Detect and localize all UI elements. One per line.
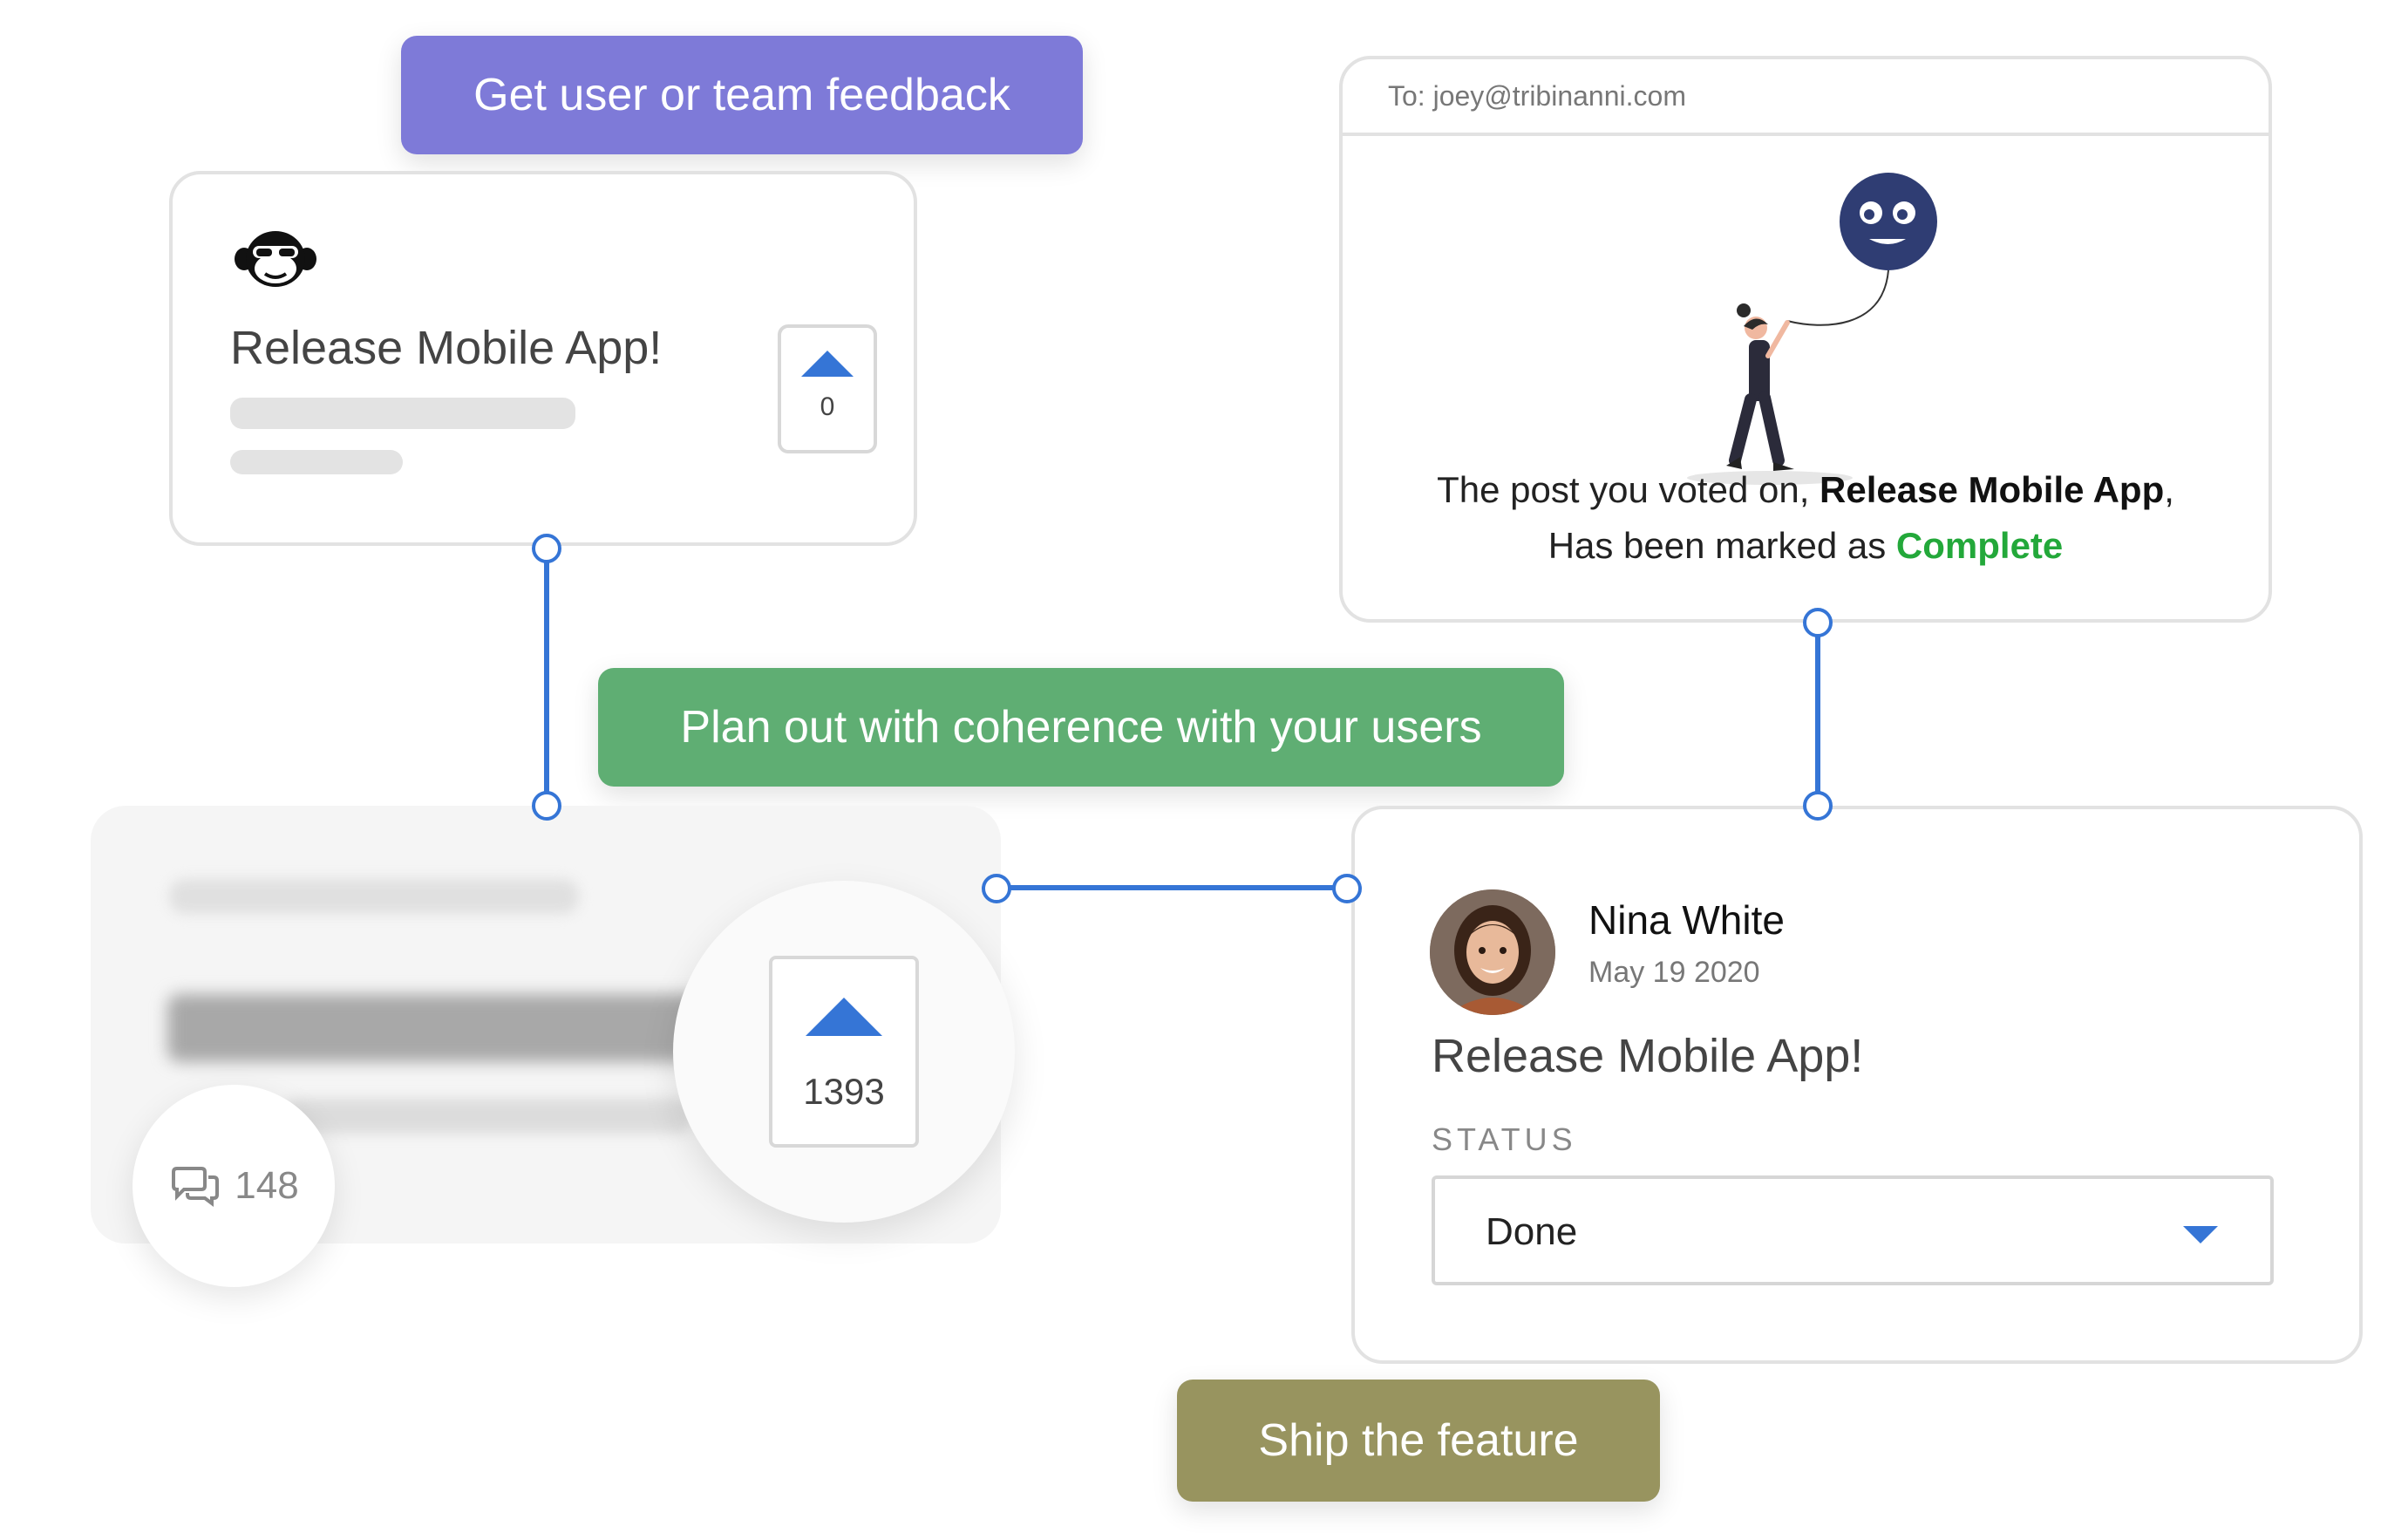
email-message-line-2: Has been marked as Complete xyxy=(1343,525,2269,567)
blurred-text-bar xyxy=(282,1099,692,1134)
email-notification-card: To: joey@tribinanni.com The post you vot… xyxy=(1339,56,2272,623)
connector-email-to-status xyxy=(1815,623,1820,811)
connector-node xyxy=(1803,791,1833,821)
plan-label-pill: Plan out with coherence with your users xyxy=(598,668,1564,787)
comments-count: 148 xyxy=(235,1164,299,1207)
upvote-arrow-icon xyxy=(806,998,882,1036)
email-status-prefix: Has been marked as xyxy=(1548,525,1896,566)
upvote-count: 0 xyxy=(820,392,835,421)
feedback-label-pill: Get user or team feedback xyxy=(401,36,1083,154)
feedback-card-title: Release Mobile App! xyxy=(230,322,663,374)
comments-icon xyxy=(168,1165,222,1207)
chevron-down-icon xyxy=(2183,1226,2218,1243)
status-select-value: Done xyxy=(1486,1210,1578,1253)
email-recipient: To: joey@tribinanni.com xyxy=(1388,80,1686,112)
avatar[interactable] xyxy=(1430,889,1555,1015)
email-message-suffix: , xyxy=(2164,469,2174,510)
connector-board-to-status xyxy=(996,885,1348,890)
woman-with-balloon-illustration xyxy=(1683,164,1944,487)
connector-node xyxy=(1803,608,1833,637)
connector-node xyxy=(982,874,1011,903)
text-placeholder-bar xyxy=(230,450,403,474)
connector-node xyxy=(532,791,561,821)
status-post-card: Nina White May 19 2020 Release Mobile Ap… xyxy=(1351,806,2363,1364)
status-card-title: Release Mobile App! xyxy=(1432,1030,1864,1082)
plan-label-text: Plan out with coherence with your users xyxy=(680,702,1482,753)
ship-label-text: Ship the feature xyxy=(1258,1415,1579,1466)
board-upvote-count: 1393 xyxy=(803,1071,885,1112)
connector-node xyxy=(1332,874,1362,903)
status-field-label: STATUS xyxy=(1432,1121,1577,1157)
status-select[interactable]: Done xyxy=(1432,1175,2274,1285)
text-placeholder-bar xyxy=(230,398,575,429)
email-message-prefix: The post you voted on, xyxy=(1437,469,1820,510)
post-date: May 19 2020 xyxy=(1588,956,1760,989)
connector-feedback-to-board xyxy=(544,551,549,811)
board-upvote-button[interactable]: 1393 xyxy=(769,956,919,1148)
post-author-name: Nina White xyxy=(1588,897,1785,943)
blurred-text-bar xyxy=(169,879,579,914)
email-post-title: Release Mobile App xyxy=(1820,469,2165,510)
connector-node xyxy=(532,534,561,563)
email-header-divider xyxy=(1343,133,2269,136)
email-status-complete: Complete xyxy=(1895,525,2064,566)
monkey-logo-icon xyxy=(234,228,317,290)
feedback-label-text: Get user or team feedback xyxy=(473,70,1010,120)
comments-badge[interactable]: 148 xyxy=(133,1085,335,1287)
ship-label-pill: Ship the feature xyxy=(1177,1380,1660,1502)
upvote-arrow-icon xyxy=(801,351,854,377)
upvote-button[interactable]: 0 xyxy=(778,324,877,453)
email-message-line-1: The post you voted on, Release Mobile Ap… xyxy=(1343,469,2269,511)
feedback-card[interactable]: Release Mobile App! 0 xyxy=(169,171,917,546)
